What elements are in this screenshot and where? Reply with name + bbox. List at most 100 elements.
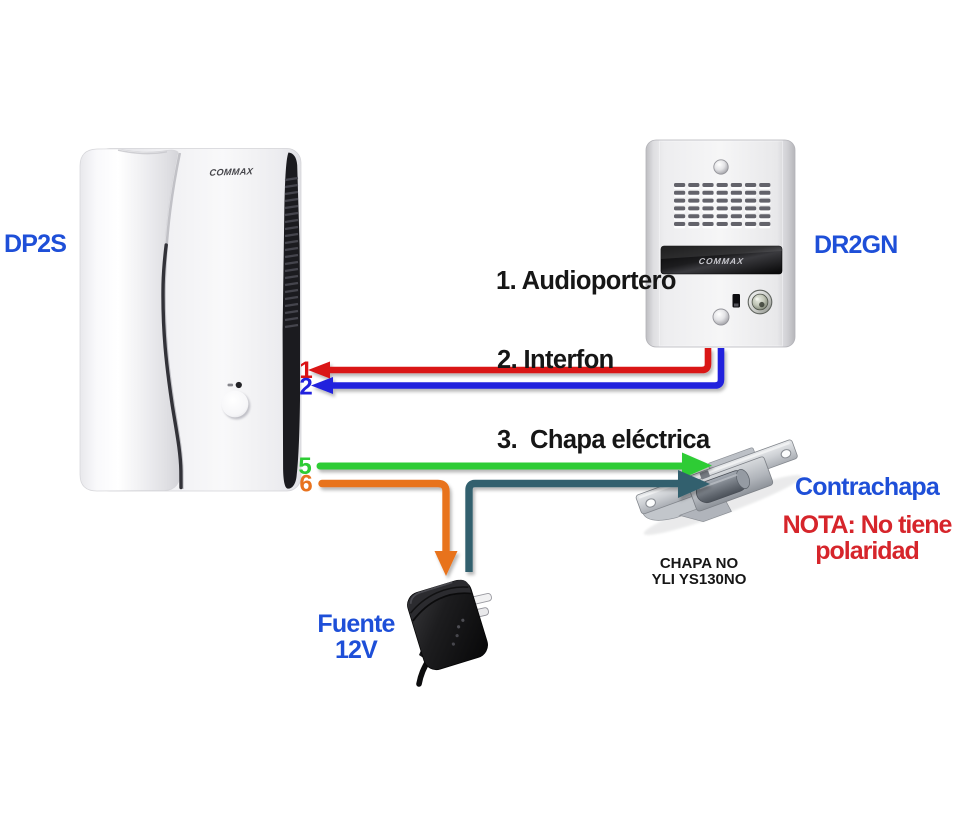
psu-spec-dot1 (456, 625, 461, 629)
door-grille-slot (688, 206, 700, 211)
wire-orange (318, 479, 450, 558)
door-grille-slot (745, 222, 757, 226)
door-grille-slot (745, 214, 757, 219)
psu-spec-dot2 (461, 618, 465, 622)
door-grille-slot (759, 214, 771, 219)
intercom-side-rib (284, 183, 299, 189)
strike-screw-hole-right (780, 449, 792, 459)
psu-top-groove2 (409, 586, 469, 614)
door-grille-slot (716, 190, 728, 195)
door-grille-slot (730, 198, 742, 203)
intercom-side-rib (284, 274, 299, 280)
intercom-side-rib (284, 267, 299, 273)
psu-top-groove1 (412, 592, 472, 622)
door-station-call-button-glint (755, 297, 759, 301)
psu-spec-dot4 (451, 642, 455, 646)
door-grille-slot (702, 206, 714, 211)
door-grille-slot (759, 190, 771, 195)
intercom-side-rib (284, 253, 299, 259)
door-grille-slot (716, 183, 728, 187)
door-grille-slot (674, 183, 686, 187)
door-grille-slot (730, 206, 742, 211)
intercom-side-rib (284, 288, 299, 294)
strike-note-line1: NOTA: No tiene (783, 511, 953, 539)
intercom-side-rib (284, 218, 299, 224)
step2-label: 2. Interfon (497, 346, 614, 374)
door-station-name-band-gloss (661, 246, 782, 259)
wire-orange-arrowhead (434, 551, 458, 576)
door-grille-slot (688, 183, 700, 187)
door-station-name-band-plate (660, 245, 783, 275)
door-grille-slot (716, 214, 728, 219)
door-grille-slot (759, 222, 771, 226)
door-grille-slot (702, 214, 714, 219)
intercom-side-rib (284, 190, 299, 196)
intercom-call-button (221, 390, 251, 420)
door-station-bottom-screw (712, 308, 730, 326)
door-grille-slot (674, 222, 686, 226)
terminal-1: 1 (299, 357, 312, 384)
door-grille-slot (702, 183, 714, 187)
door-station-panel-inner-edge (659, 140, 783, 347)
door-station-call-button-shade (759, 301, 765, 308)
wire-blue-arrowhead (311, 377, 333, 394)
psu-photo (407, 579, 492, 687)
step1-label: 1. Audioportero (496, 267, 676, 295)
psu-spec-dot3 (455, 634, 459, 638)
door-station-name-band: COMMAX (660, 245, 783, 275)
door-grille-slot (674, 214, 686, 219)
intercom-side-rib (284, 295, 299, 301)
intercom-side-rib (284, 211, 299, 217)
door-grille-slot (730, 222, 742, 226)
intercom-side-rib (284, 323, 299, 329)
door-grille-slot (674, 190, 686, 195)
door-grille-slot (745, 206, 757, 211)
intercom-photo: COMMAX (79, 148, 302, 492)
intercom-side-rib (284, 232, 299, 238)
door-station-top-screw (713, 159, 729, 175)
door-station-brand-logo: COMMAX (698, 256, 745, 266)
intercom-side-rib (284, 176, 299, 182)
door-station-call-button (747, 289, 773, 315)
intercom-side-rib (284, 197, 299, 203)
door-grille-slot (730, 214, 742, 219)
strike-latch-highlight (699, 473, 738, 490)
intercom-call-button-face (221, 390, 249, 418)
door-grille-slot (674, 198, 686, 203)
step3-label: 3. Chapa eléctrica (497, 426, 711, 454)
door-grille-slot (688, 190, 700, 195)
door-station-mic-slot-notch (734, 303, 739, 307)
intercom-side-rib (284, 239, 299, 245)
door-grille-slot (716, 198, 728, 203)
terminal-5: 5 (298, 453, 311, 480)
strike-model-line1: CHAPA NO (660, 555, 739, 572)
door-grille-slot (730, 183, 742, 187)
strike-latch-cap (736, 469, 750, 489)
door-grille-slot (759, 206, 771, 211)
door-grille-slot (745, 198, 757, 203)
terminal-6: 6 (299, 471, 312, 498)
intercom-side-rib (284, 309, 299, 315)
door-grille-slot (688, 198, 700, 203)
wires (308, 348, 725, 576)
wire-green-arrowhead (682, 452, 712, 479)
intercom-talk-icon-dot (235, 381, 242, 389)
wire-teal-arrowhead (678, 470, 710, 498)
door-grille-slot (716, 222, 728, 226)
intercom-side-rib (284, 246, 299, 252)
door-grille-slot (702, 222, 714, 226)
intercom-handset-notch (117, 149, 168, 155)
psu-label-line1: Fuente (317, 610, 395, 638)
door-grille-slot (745, 183, 757, 187)
wire-blue (327, 348, 725, 389)
intercom-side-ribs (284, 176, 299, 329)
intercom-side-rib (284, 281, 299, 287)
wire-teal (465, 479, 680, 572)
strike-screw-hole-left (645, 498, 657, 508)
intercom-side-rib (284, 204, 299, 210)
door-grille-slot (759, 198, 771, 203)
door-station-call-button-face (751, 293, 769, 311)
door-grille-slot (745, 190, 757, 195)
intercom-brand-logo: COMMAX (209, 166, 254, 178)
psu-label-line2: 12V (335, 636, 378, 664)
